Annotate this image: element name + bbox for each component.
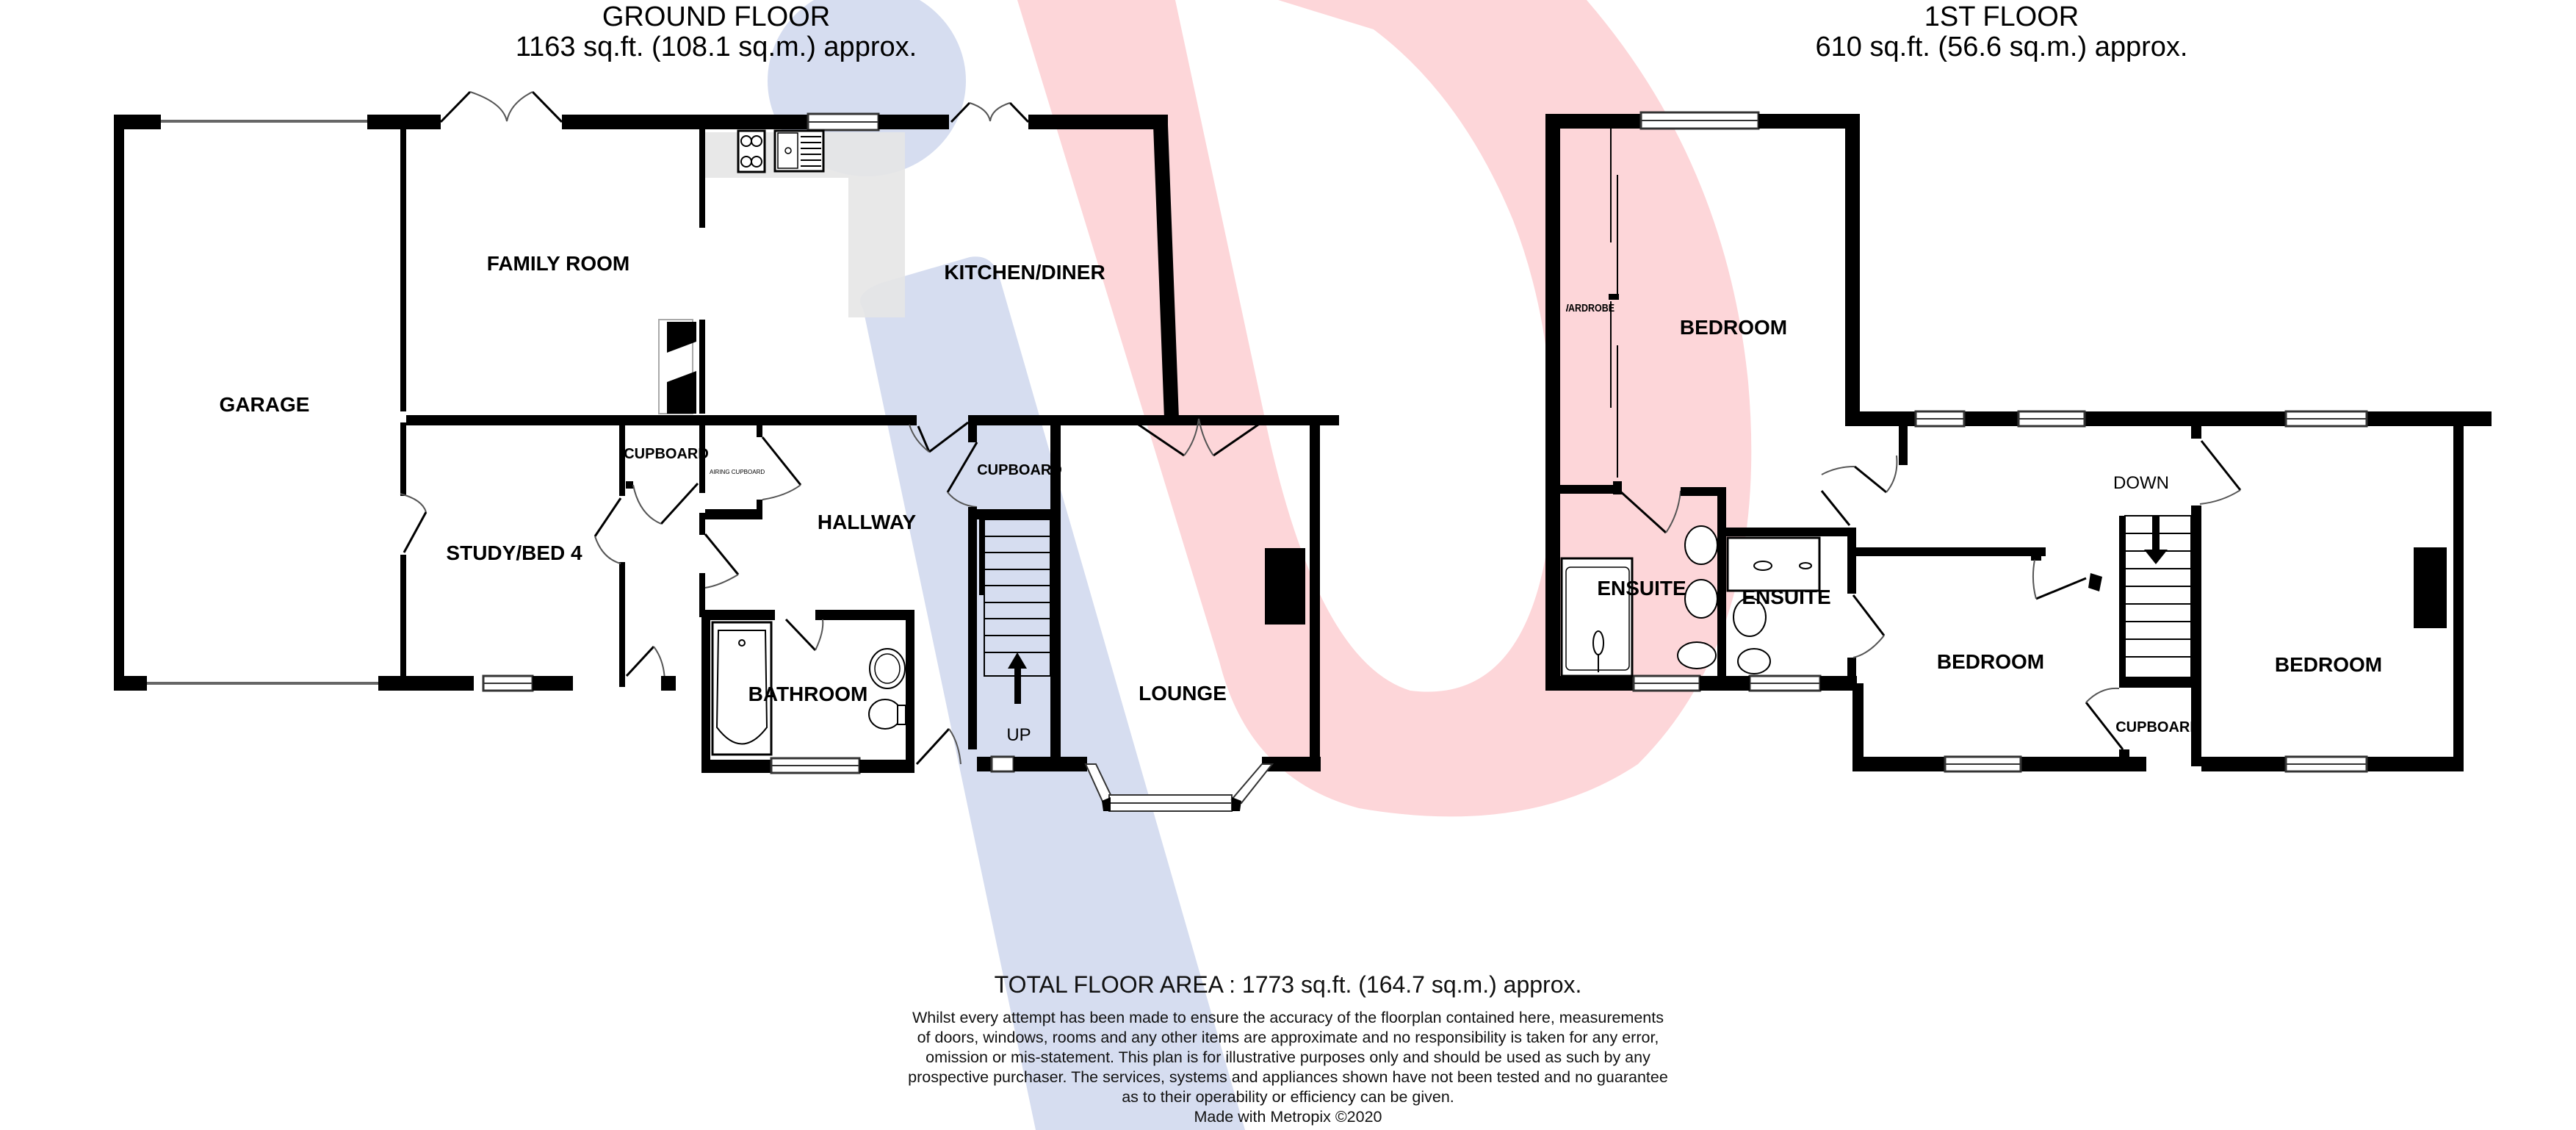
room-label-cupboard-stairs: CUPBOARD xyxy=(977,462,1062,478)
room-label-ensuite-1: ENSUITE xyxy=(1597,577,1686,600)
room-label-cupboard-left: CUPBOARD xyxy=(624,446,709,462)
room-label-wardrobe: WARDROBE xyxy=(1560,302,1614,314)
room-label-kitchen-diner: KITCHEN/DINER xyxy=(944,261,1105,284)
shower-tray-icon xyxy=(1560,557,1634,677)
stairs-down xyxy=(2119,515,2192,681)
disclaimer-line: of doors, windows, rooms and any other i… xyxy=(917,1029,1659,1046)
ground-floor-plan: CUPBOARD UP xyxy=(114,90,1339,812)
stairs-down-label: DOWN xyxy=(2113,473,2169,493)
total-floor-area: TOTAL FLOOR AREA : 1773 sq.ft. (164.7 sq… xyxy=(994,971,1582,998)
first-floor-area: 610 sq.ft. (56.6 sq.m.) approx. xyxy=(1816,32,2188,62)
sink-icon xyxy=(773,129,825,173)
credit: Made with Metropix ©2020 xyxy=(1194,1108,1382,1126)
room-label-bedroom-main: BEDROOM xyxy=(1680,316,1787,339)
stairs-up xyxy=(979,514,1051,704)
stairs-up-label: UP xyxy=(1006,725,1031,745)
room-label-cupboard: CUPBOARD xyxy=(2115,719,2201,735)
room-label-lounge: LOUNGE xyxy=(1139,682,1227,705)
bathtub-icon xyxy=(711,621,773,756)
room-label-family-room: FAMILY ROOM xyxy=(487,252,629,275)
kitchen-worktop xyxy=(704,132,905,317)
room-label-ensuite-2: ENSUITE xyxy=(1742,586,1830,608)
room-label-hallway: HALLWAY xyxy=(818,511,917,533)
ensuite-basin-icon xyxy=(1677,525,1718,669)
hob-icon xyxy=(737,129,766,173)
room-label-airing-cupboard: AIRING CUPBOARD xyxy=(710,469,765,475)
room-label-study-bed4: STUDY/BED 4 xyxy=(446,541,582,564)
disclaimer: Whilst every attempt has been made to en… xyxy=(0,1008,2576,1127)
bay-window xyxy=(1084,763,1274,812)
first-floor-title: 1ST FLOOR xyxy=(1924,1,2079,32)
basin-icon xyxy=(869,648,906,689)
ground-floor-title: GROUND FLOOR xyxy=(602,1,830,32)
disclaimer-line: Whilst every attempt has been made to en… xyxy=(912,1009,1664,1026)
arrow-down-icon xyxy=(2144,516,2168,564)
ensuite-2-fixtures xyxy=(1726,536,1821,674)
room-label-bathroom: BATHROOM xyxy=(748,683,868,705)
toilet-icon xyxy=(868,699,906,730)
ground-floor-area: 1163 sq.ft. (108.1 sq.m.) approx. xyxy=(516,32,917,62)
disclaimer-line: omission or mis-statement. This plan is … xyxy=(926,1048,1650,1066)
first-floor-plan: WARDROBE BEDROOM ENSUITE xyxy=(1545,111,2492,773)
disclaimer-line: as to their operability or efficiency ca… xyxy=(1122,1088,1454,1106)
room-label-bedroom-middle: BEDROOM xyxy=(1937,650,2044,673)
room-label-garage: GARAGE xyxy=(220,393,310,416)
arrow-up-icon xyxy=(1008,652,1027,704)
disclaimer-line: prospective purchaser. The services, sys… xyxy=(908,1068,1668,1086)
room-label-bedroom-right: BEDROOM xyxy=(2275,653,2382,676)
